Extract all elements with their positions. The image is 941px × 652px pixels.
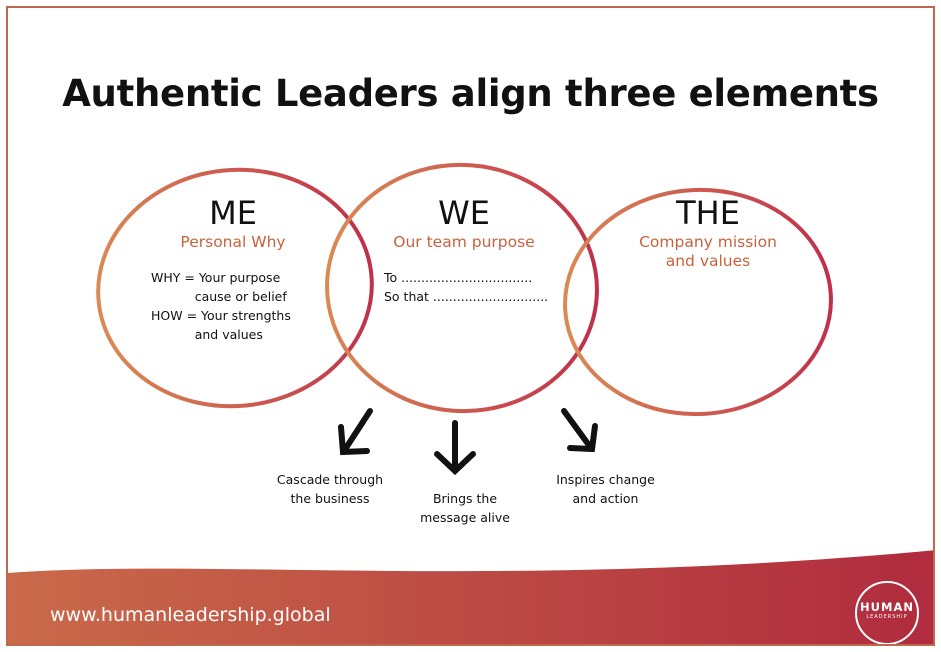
me-line: WHY = Your purpose [151, 270, 281, 285]
arrow-down-icon [434, 420, 476, 476]
me-heading: ME [209, 194, 257, 232]
circle-the [563, 187, 833, 417]
we-line: To ................................. [384, 270, 533, 285]
circle-we [325, 162, 599, 414]
the-heading: THE [676, 194, 740, 232]
outcome-inspires-change: Inspires change and action [556, 472, 655, 506]
logo-subtext: LEADERSHIP [866, 614, 908, 620]
we-line: So that ............................. [384, 289, 549, 304]
slide-frame: Authentic Leaders align three elements [6, 6, 935, 646]
me-subheading: Personal Why [180, 233, 286, 251]
human-leadership-logo: HUMAN LEADERSHIP [855, 581, 919, 644]
venn-diagram [8, 162, 933, 644]
logo-text: HUMAN [860, 600, 914, 614]
outcome-cascade: Cascade through the business [276, 472, 384, 506]
we-heading: WE [438, 194, 490, 232]
outcome-brings-message: Brings the message alive [420, 491, 510, 525]
we-subheading: Our team purpose [393, 233, 535, 251]
footer-url[interactable]: www.humanleadership.global [50, 604, 331, 626]
me-line: HOW = Your strengths [151, 308, 291, 323]
me-line: and values [151, 327, 263, 342]
arrow-down-right-icon [561, 408, 598, 453]
slide-title: Authentic Leaders align three elements [62, 72, 879, 115]
footer-band [8, 550, 933, 644]
arrow-down-left-icon [338, 408, 373, 456]
the-subheading: Company mission and values [639, 233, 777, 270]
me-line: cause or belief [151, 289, 287, 304]
circle-me [96, 167, 374, 409]
